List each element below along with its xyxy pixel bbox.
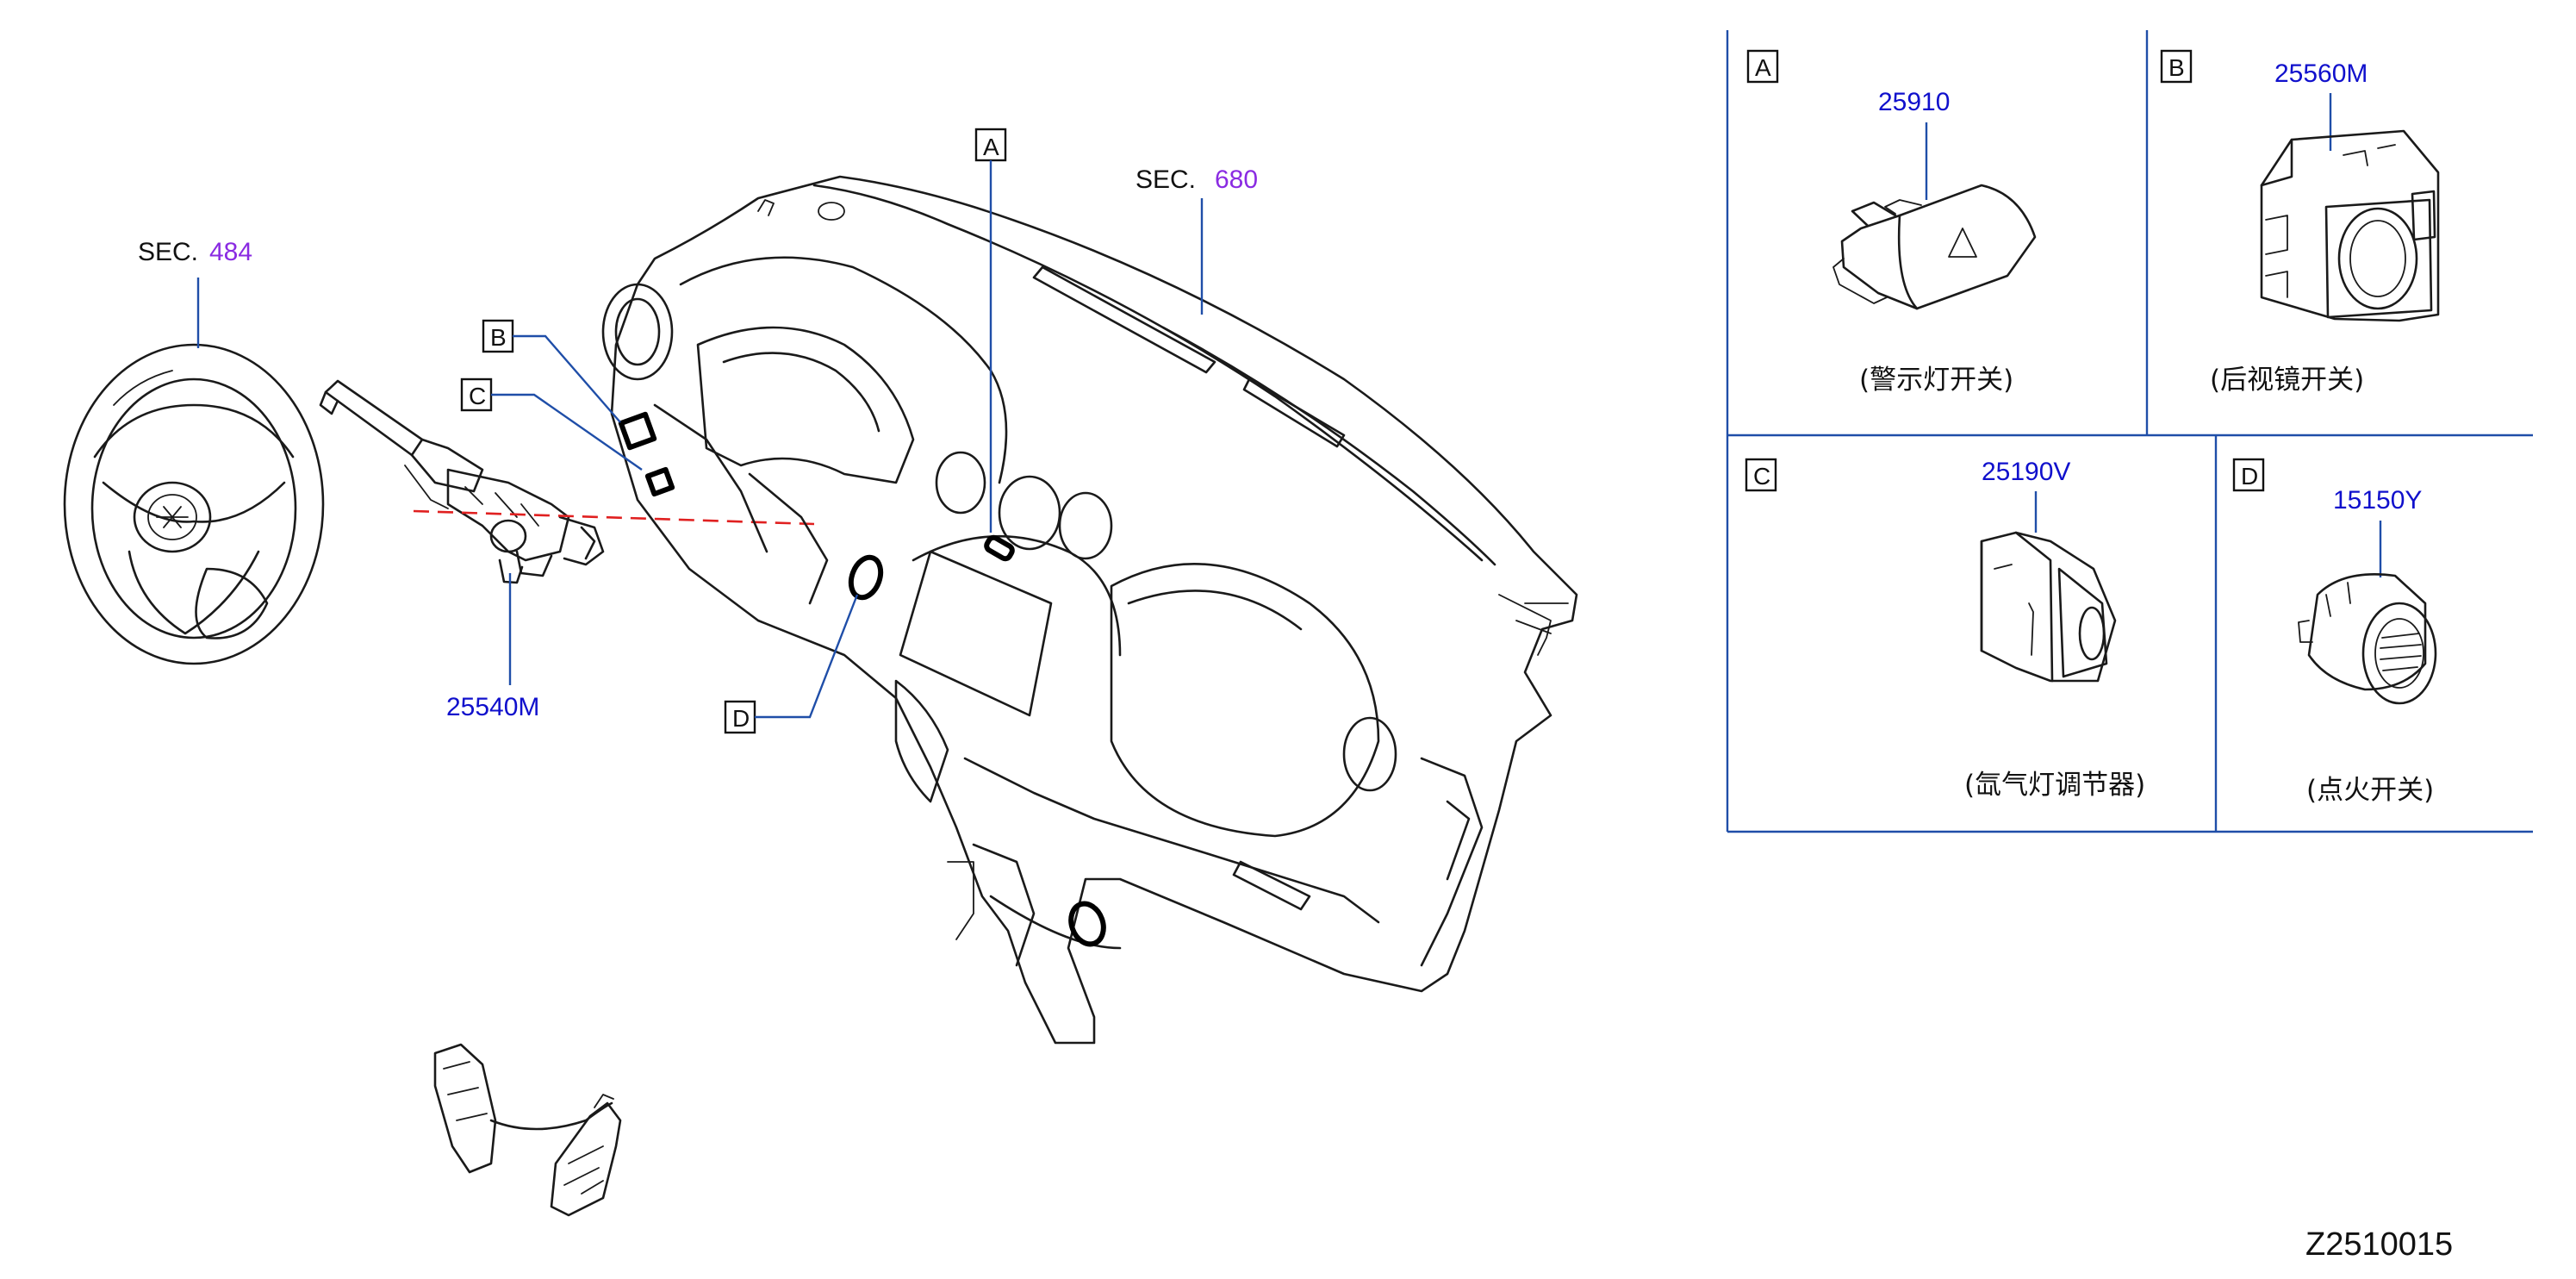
steering-wheel [63,343,325,665]
panel-b-part-number: 25560M [2274,59,2368,88]
panel-a-letter-box [1746,49,1779,84]
panel-d-caption: (点火开关) [2306,775,2434,806]
instrument-panel [601,175,1578,1045]
location-marker-b: B [482,319,621,423]
steering-wheel-switch [433,1043,622,1217]
panel-c-caption: (氙气灯调节器) [1964,770,2145,801]
svg-text:C: C [469,383,486,409]
assembly-dashed-line [413,509,815,526]
detail-panel-b: B 25560M (后视镜开关) [2160,49,2440,396]
diagram-code: Z2510015 [2305,1226,2453,1263]
panel-a-caption: (警示灯开关) [1859,365,2013,396]
mirror-switch-drawing [2260,129,2440,322]
svg-text:D: D [732,705,750,732]
detail-panel-a: A 25910 (警示灯开关) [1746,49,2037,396]
ignition-switch-drawing [2298,573,2437,705]
panel-d-part-number: 15150Y [2333,486,2422,515]
panel-c-letter-box [1745,458,1777,492]
detail-panel-frame [1726,30,2533,833]
sec-484-prefix: SEC. [138,238,198,266]
headlamp-leveler-drawing [1980,531,2117,683]
panel-b-caption: (后视镜开关) [2210,365,2364,396]
detail-panel-c: C 25190V (氙气灯调节器) [1745,458,2145,801]
panel-a-part-number: 25910 [1878,88,1950,116]
location-marker-d: D [724,594,859,734]
hazard-switch-drawing [1832,184,2037,310]
sec-680-number: 680 [1215,165,1258,194]
panel-d-letter-box [2232,458,2265,492]
sec-680-prefix: SEC. [1136,165,1196,194]
sec-484-number: 484 [209,238,252,266]
panel-d-letter: D [2241,463,2258,490]
combination-switch-part-number: 25540M [446,693,539,721]
panel-c-part-number: 25190V [1982,458,2070,486]
panel-c-letter: C [1753,463,1770,490]
panel-b-letter-box [2160,49,2193,84]
location-marker-c: C [460,377,643,471]
panel-b-letter: B [2168,54,2185,81]
svg-text:B: B [490,324,507,351]
panel-a-letter: A [1755,54,1771,81]
detail-panel-d: D 15150Y (点火开关) [2232,458,2437,806]
location-marker-a: A [974,128,1007,533]
combination-switch [319,379,605,584]
svg-text:A: A [983,134,999,160]
